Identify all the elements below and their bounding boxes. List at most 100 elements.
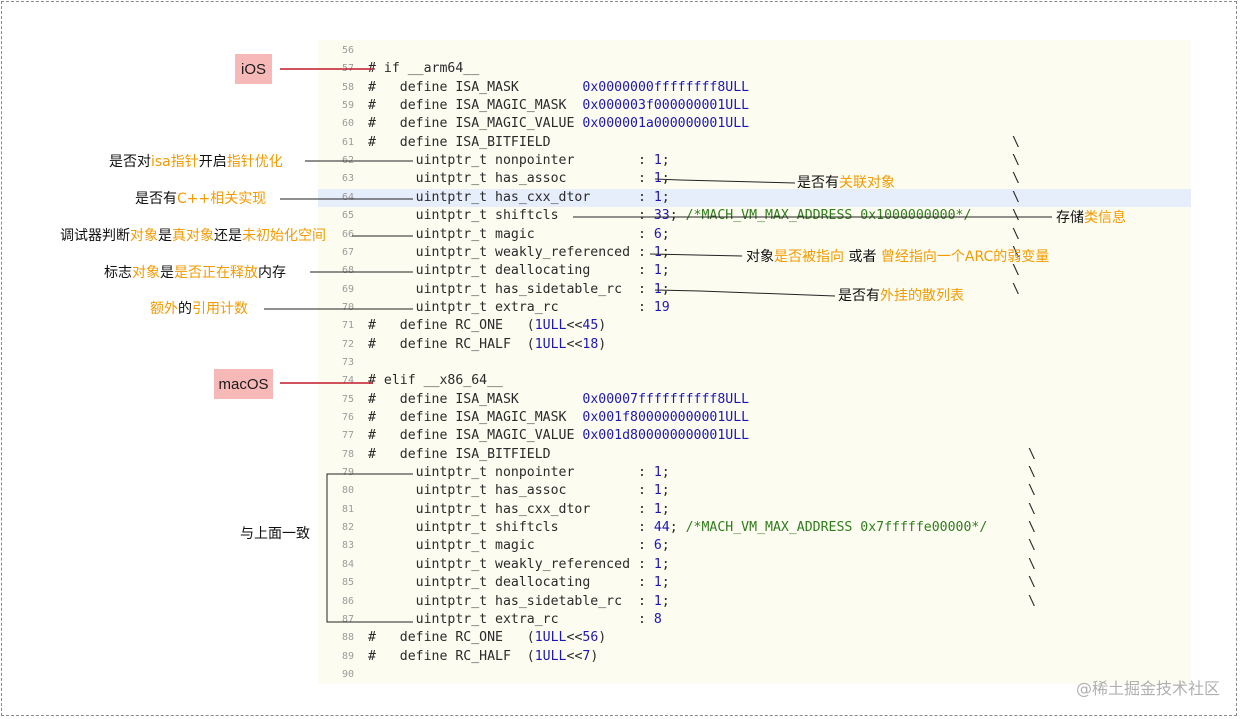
code-number: 1 [653,153,662,169]
code-token: ; [661,593,670,609]
same-as-above-bracket [326,473,413,623]
annotation-has-cxx-dtor: 是否有C++相关实现 [135,190,266,208]
code-text: uintptr_t extra_rc : 19 [368,299,670,317]
code-text: # define ISA_MASK 0x00007ffffffffff8ULL [368,391,749,409]
annotation-highlight: 引用计数 [192,301,248,317]
annotation-highlight: 是否正在释放 [174,265,258,281]
line-continuation: \ [1012,244,1020,260]
code-line: 61# define ISA_BITFIELD\ [318,134,1191,152]
line-number: 63 [341,173,354,185]
code-token: ; [661,281,670,297]
annotation-text: 与上面一致 [240,526,310,542]
code-token: uintptr_t has_sidetable_rc : [368,281,654,297]
code-comment: /*MACH_VM_MAX_ADDRESS 0x7fffffe00000*/ [685,520,988,536]
code-token: ; [661,483,670,499]
code-number: 1 [653,465,662,481]
line-number: 68 [341,265,354,277]
code-number: 0x000003f000000001ULL [582,98,750,114]
code-token: # define RC_ONE ( [368,630,535,646]
code-text: # define RC_HALF (1ULL<<7) [368,648,598,666]
code-text: # define RC_ONE (1ULL<<45) [368,317,606,335]
code-line: 90 [318,666,1191,684]
code-line: 56 [318,42,1191,60]
has-assoc-leader [654,178,796,184]
annotation-deallocating: 标志对象是是否正在释放内存 [104,264,286,282]
line-continuation: \ [1012,171,1020,187]
code-text: uintptr_t shiftcls : 44; /*MACH_VM_MAX_A… [368,519,988,537]
annotation-text: 是否有 [135,191,177,207]
line-number: 83 [341,540,354,552]
code-text: uintptr_t has_sidetable_rc : 1; [368,593,670,611]
code-number: 1 [653,501,662,517]
code-text: uintptr_t has_sidetable_rc : 1; [368,281,670,299]
line-continuation: \ [1028,465,1036,481]
has-sidetable-rc-leader [654,289,836,297]
code-number: 0x0000000ffffffff8ULL [582,79,750,95]
code-token: uintptr_t deallocating : [368,575,654,591]
annotation-highlight: 曾经指向一个ARC的弱变量 [880,249,1050,265]
code-token: ) [590,648,599,664]
line-continuation: \ [1028,501,1036,517]
annotation-highlight: 对象 [130,228,158,244]
code-token: uintptr_t extra_rc : [368,299,654,315]
code-number: 33 [653,208,670,224]
code-line: 64 uintptr_t has_cxx_dtor : 1;\ [318,189,1191,207]
code-text: uintptr_t nonpointer : 1; [368,464,670,482]
code-text: uintptr_t weakly_referenced : 1; [368,244,670,262]
line-continuation: \ [1028,446,1036,462]
code-line: 84 uintptr_t weakly_referenced : 1;\ [318,556,1191,574]
code-line: 86 uintptr_t has_sidetable_rc : 1;\ [318,593,1191,611]
annotation-highlight: 指针优化 [226,154,283,170]
line-number: 85 [341,577,354,589]
code-number: 0x00007ffffffffff8ULL [582,391,750,407]
code-text: uintptr_t has_assoc : 1; [368,482,670,500]
line-number: 82 [341,522,354,534]
code-number: 1ULL [534,318,567,334]
annotation-text: 的 [178,301,192,317]
annotation-text: 内存 [258,265,286,281]
line-number: 65 [341,210,354,222]
line-continuation: \ [1012,189,1020,205]
line-number: 75 [341,393,354,405]
line-continuation: \ [1028,593,1036,609]
code-token: ; [661,263,670,279]
code-comment: /*MACH_VM_MAX_ADDRESS 0x1000000000*/ [685,208,972,224]
line-continuation: \ [1012,263,1020,279]
code-number: 1 [653,593,662,609]
annotation-highlight: 关联对象 [839,175,895,191]
annotation-text: 或者 [844,249,881,265]
code-token: << [566,336,583,352]
code-line: 62 uintptr_t nonpointer : 1;\ [318,152,1191,170]
code-token: ; [661,575,670,591]
line-number: 74 [341,375,354,387]
code-token: ; [661,153,670,169]
code-token: uintptr_t magic : [368,226,654,242]
code-token: ; [661,189,670,205]
code-line: 59# define ISA_MAGIC_MASK 0x000003f00000… [318,97,1191,115]
annotation-highlight: C++相关实现 [177,191,267,207]
code-line: 66 uintptr_t magic : 6;\ [318,226,1191,244]
code-text: # define ISA_BITFIELD [368,134,551,152]
code-text: uintptr_t has_cxx_dtor : 1; [368,189,670,207]
annotation-text: 标志 [104,265,132,281]
line-continuation: \ [1012,281,1020,297]
code-line: 60# define ISA_MAGIC_VALUE 0x000001a0000… [318,115,1191,133]
code-token: # define ISA_MAGIC_VALUE [368,116,583,132]
code-text: # define RC_HALF (1ULL<<18) [368,336,606,354]
line-number: 81 [341,503,354,515]
code-number: 1ULL [534,630,567,646]
code-number: 45 [582,318,599,334]
code-number: 1 [653,575,662,591]
code-line: 71# define RC_ONE (1ULL<<45) [318,317,1191,335]
annotation-weakly-referenced: 对象是否被指向 或者 曾经指向一个ARC的弱变量 [746,248,1049,266]
code-token: uintptr_t has_assoc : [368,171,654,187]
line-number: 69 [341,283,354,295]
code-line: 85 uintptr_t deallocating : 1;\ [318,574,1191,592]
line-number: 84 [341,558,354,570]
annotation-text: 是否有 [838,288,880,304]
code-token: uintptr_t shiftcls : [368,520,654,536]
annotation-text: 是 [158,228,172,244]
annotation-highlight: 额外 [150,301,178,317]
annotation-highlight: 外挂的散列表 [880,288,964,304]
